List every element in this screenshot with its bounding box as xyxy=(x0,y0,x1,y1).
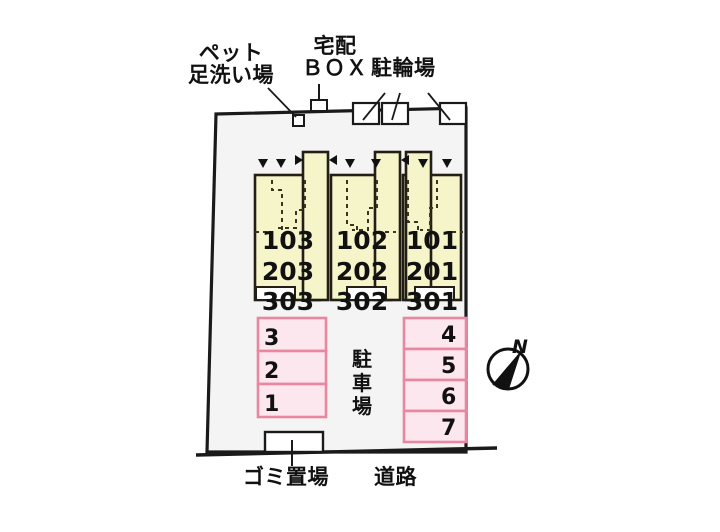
unit-column-102: 102 202 302 xyxy=(326,226,398,318)
unit-label-103: 103 xyxy=(261,226,315,255)
label-road: 道路 xyxy=(374,466,417,488)
unit-column-101: 101 201 301 xyxy=(396,226,468,318)
parking-stall-4 xyxy=(402,316,468,351)
bicycle-leader-2 xyxy=(391,92,401,121)
parking-stall-label-2: 2 xyxy=(264,359,280,384)
label-delivery-box-line2: ＢＯＸ xyxy=(302,56,368,81)
entrance-arrows xyxy=(258,155,452,168)
bicycle-leader-3 xyxy=(427,92,451,121)
unit-label-101: 101 xyxy=(405,226,459,255)
unit-label-302: 302 xyxy=(335,287,389,316)
parking-stall-label-5: 5 xyxy=(441,354,457,379)
label-parking-lot: 駐 車 場 xyxy=(350,347,374,419)
compass-north-letter: N xyxy=(512,336,529,358)
unit-label-202: 202 xyxy=(335,256,389,286)
parking-stall-label-7: 7 xyxy=(441,416,457,441)
label-bicycle-parking-text: 駐輪場 xyxy=(371,56,436,80)
garbage-station-marker xyxy=(263,430,325,454)
parking-stall-5 xyxy=(402,347,468,382)
unit-label-102: 102 xyxy=(335,226,389,255)
parking-group-left xyxy=(256,316,328,419)
parking-stall-1 xyxy=(256,382,328,419)
parking-stall-2 xyxy=(256,349,328,386)
label-delivery-box: 宅配 ＢＯＸ xyxy=(302,35,368,79)
bicycle-leader-1 xyxy=(362,92,386,121)
unit-label-303: 303 xyxy=(261,287,315,316)
bicycle-parking-box-2 xyxy=(380,101,410,126)
label-parking-lot-char2: 車 xyxy=(352,370,372,395)
label-pet-foot-wash-line2: 足洗い場 xyxy=(188,63,274,88)
label-garbage-station-text: ゴミ置場 xyxy=(243,465,329,489)
label-delivery-box-line1: 宅配 xyxy=(313,34,357,58)
parking-stall-7 xyxy=(402,409,468,444)
unit-column-103: 103 203 303 xyxy=(252,226,324,318)
label-bicycle-parking: 駐輪場 xyxy=(371,57,436,79)
unit-label-201: 201 xyxy=(405,256,459,286)
building-block-103 xyxy=(253,150,330,302)
label-pet-foot-wash-line1: ペット xyxy=(198,41,264,65)
pet-wash-leader xyxy=(267,87,297,118)
unit-label-301: 301 xyxy=(405,287,459,316)
label-parking-lot-char1: 駐 xyxy=(352,347,372,371)
delivery-box-marker xyxy=(310,99,328,112)
road-line xyxy=(195,446,498,457)
parking-stall-3 xyxy=(256,316,328,353)
bicycle-parking-box-3 xyxy=(438,101,468,126)
parking-stall-6 xyxy=(402,378,468,413)
parking-stall-label-4: 4 xyxy=(441,323,457,348)
label-road-text: 道路 xyxy=(374,465,417,489)
parking-stall-label-3: 3 xyxy=(264,326,280,351)
parking-group-right xyxy=(402,316,468,444)
pet-wash-marker xyxy=(292,114,305,127)
building-block-102 xyxy=(329,150,402,302)
building-block-101 xyxy=(401,150,463,302)
parking-stall-label-1: 1 xyxy=(264,392,280,417)
compass-rose-graphic xyxy=(486,347,530,391)
label-garbage-station: ゴミ置場 xyxy=(243,466,329,488)
label-pet-foot-wash: ペット 足洗い場 xyxy=(188,42,274,86)
label-parking-lot-char3: 場 xyxy=(352,394,372,419)
parking-stall-label-6: 6 xyxy=(441,385,457,410)
unit-label-203: 203 xyxy=(261,256,315,286)
